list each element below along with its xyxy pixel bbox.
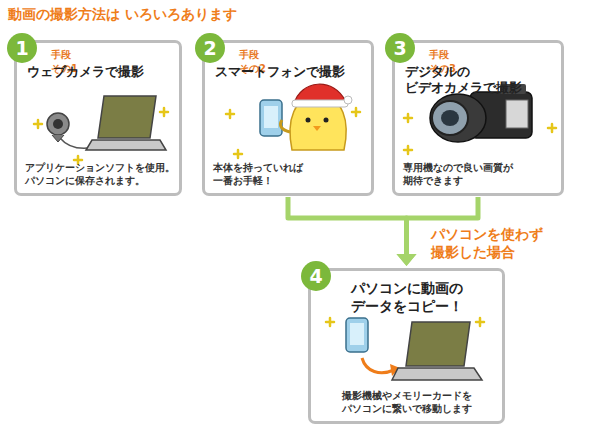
box-description: 本体を持っていれば 一番お手軽！ bbox=[213, 161, 303, 187]
text-line: ウェブカメラで撮影 bbox=[27, 64, 144, 80]
diagram-title: 動画の撮影方法は いろいろあります bbox=[8, 6, 237, 24]
flow-connector bbox=[288, 197, 417, 266]
text-line: パソコンを使わず bbox=[431, 225, 543, 243]
text-line: データをコピー！ bbox=[311, 297, 502, 315]
box-title: ウェブカメラで撮影 bbox=[27, 64, 144, 80]
text-line: ビデオカメラで撮影 bbox=[405, 80, 522, 96]
webcam-laptop bbox=[47, 96, 166, 150]
box-description: 撮影機械やメモリーカードを パソコンに繋いで移動します bbox=[311, 389, 502, 415]
method-box: 3手段 その3デジタルの ビデオカメラで撮影専用機なので良い画質が 期待できます bbox=[392, 40, 564, 196]
text-line: スマートフォンで撮影 bbox=[215, 64, 345, 80]
method-box: 4パソコンに動画の データをコピー！撮影機械やメモリーカードを パソコンに繋いで… bbox=[308, 268, 505, 424]
text-line: 手段 bbox=[51, 48, 78, 62]
step-number: 4 bbox=[301, 261, 331, 291]
box-description: アプリケーションソフトを使用。 パソコンに保存されます。 bbox=[25, 161, 175, 187]
box-title: スマートフォンで撮影 bbox=[215, 64, 345, 80]
box-title: パソコンに動画の データをコピー！ bbox=[311, 279, 502, 315]
text-line: アプリケーションソフトを使用。 bbox=[25, 161, 175, 174]
phone-to-laptop bbox=[346, 318, 482, 380]
method-box: 1手段 その1ウェブカメラで撮影アプリケーションソフトを使用。 パソコンに保存さ… bbox=[14, 40, 182, 196]
method-box: 2手段 その2スマートフォンで撮影本体を持っていれば 一番お手軽！ bbox=[202, 40, 374, 196]
step-number: 3 bbox=[385, 33, 415, 63]
text-line: パソコンに動画の bbox=[311, 279, 502, 297]
text-line: 手段 bbox=[429, 48, 456, 62]
text-line: 撮影した場合 bbox=[431, 243, 543, 261]
box-description: 専用機なので良い画質が 期待できます bbox=[403, 161, 513, 187]
text-line: 本体を持っていれば bbox=[213, 161, 303, 174]
box-title: デジタルの ビデオカメラで撮影 bbox=[405, 64, 522, 96]
text-line: デジタルの bbox=[405, 64, 522, 80]
text-line: 手段 bbox=[239, 48, 266, 62]
text-line: 撮影機械やメモリーカードを bbox=[311, 389, 502, 402]
text-line: 一番お手軽！ bbox=[213, 174, 303, 187]
edge-label: パソコンを使わず 撮影した場合 bbox=[429, 224, 545, 262]
text-line: パソコンに保存されます。 bbox=[25, 174, 175, 187]
smartphone-character bbox=[260, 84, 352, 150]
text-line: 期待できます bbox=[403, 174, 513, 187]
step-number: 2 bbox=[195, 33, 225, 63]
text-line: 専用機なので良い画質が bbox=[403, 161, 513, 174]
step-number: 1 bbox=[7, 33, 37, 63]
text-line: パソコンに繋いで移動します bbox=[311, 402, 502, 415]
